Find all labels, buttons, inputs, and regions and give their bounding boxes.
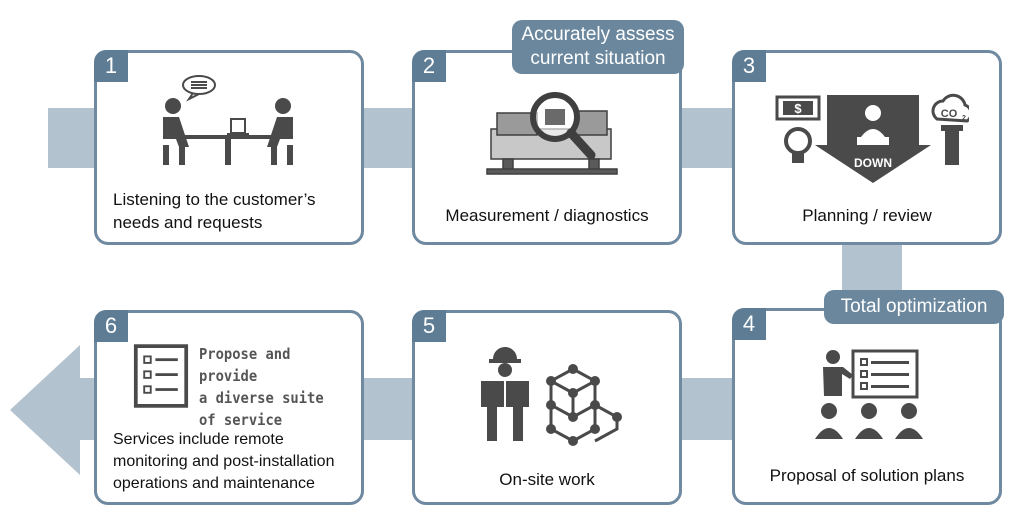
co2-sub-text: 2	[962, 115, 966, 122]
meeting-icon	[163, 75, 293, 165]
propose-line-2: a diverse suite	[199, 389, 324, 407]
step-number: 4	[732, 308, 766, 340]
step-label: Measurement / diagnostics	[445, 206, 649, 225]
step-card-2: 2 Measurement / diagnostics	[412, 50, 682, 245]
step-label: Services include remote monitoring and p…	[113, 431, 335, 492]
assess-tag-line-1: Accurately assess	[521, 24, 675, 45]
propose-line-1: Propose and provide	[199, 345, 291, 385]
checklist-icon	[133, 344, 189, 408]
assess-tag-line-2: current situation	[530, 48, 666, 69]
assess-situation-tag: Accurately assess current situation	[512, 20, 684, 74]
step-label: On-site work	[499, 470, 595, 489]
step-number: 1	[94, 50, 128, 82]
optimization-tag-text: Total optimization	[840, 296, 988, 317]
presentation-icon	[815, 349, 923, 439]
flow-arrow-head	[10, 345, 80, 475]
step-number: 2	[412, 50, 446, 82]
step-number: 3	[732, 50, 766, 82]
worker-network-icon	[481, 347, 622, 446]
co2-text: CO	[941, 108, 958, 120]
propose-service-text: Propose and provide a diverse suite of s…	[199, 343, 348, 431]
step-card-3: 3 $ DOWN CO 2 Planning / review	[732, 50, 1002, 245]
step-label: Listening to the customer’s needs and re…	[113, 190, 316, 232]
step-label: Planning / review	[802, 206, 932, 225]
step-number: 5	[412, 310, 446, 342]
cost-down-co2-icon: $ DOWN CO 2	[775, 93, 969, 183]
propose-line-3: of service	[199, 411, 283, 429]
step-card-4: 4 Proposal of solution plans	[732, 308, 1002, 505]
down-text: DOWN	[854, 156, 892, 170]
step-number: 6	[94, 310, 128, 342]
dollar-text: $	[794, 101, 802, 116]
step-card-1: 1 Listening to the customer’s needs and …	[94, 50, 364, 245]
step-label: Proposal of solution plans	[769, 466, 965, 485]
total-optimization-tag: Total optimization	[824, 290, 1004, 324]
step-card-5: 5	[412, 310, 682, 505]
magnifier-machine-icon	[486, 92, 618, 175]
step-card-6: 6 Propose and provide a diverse suite of…	[94, 310, 364, 505]
